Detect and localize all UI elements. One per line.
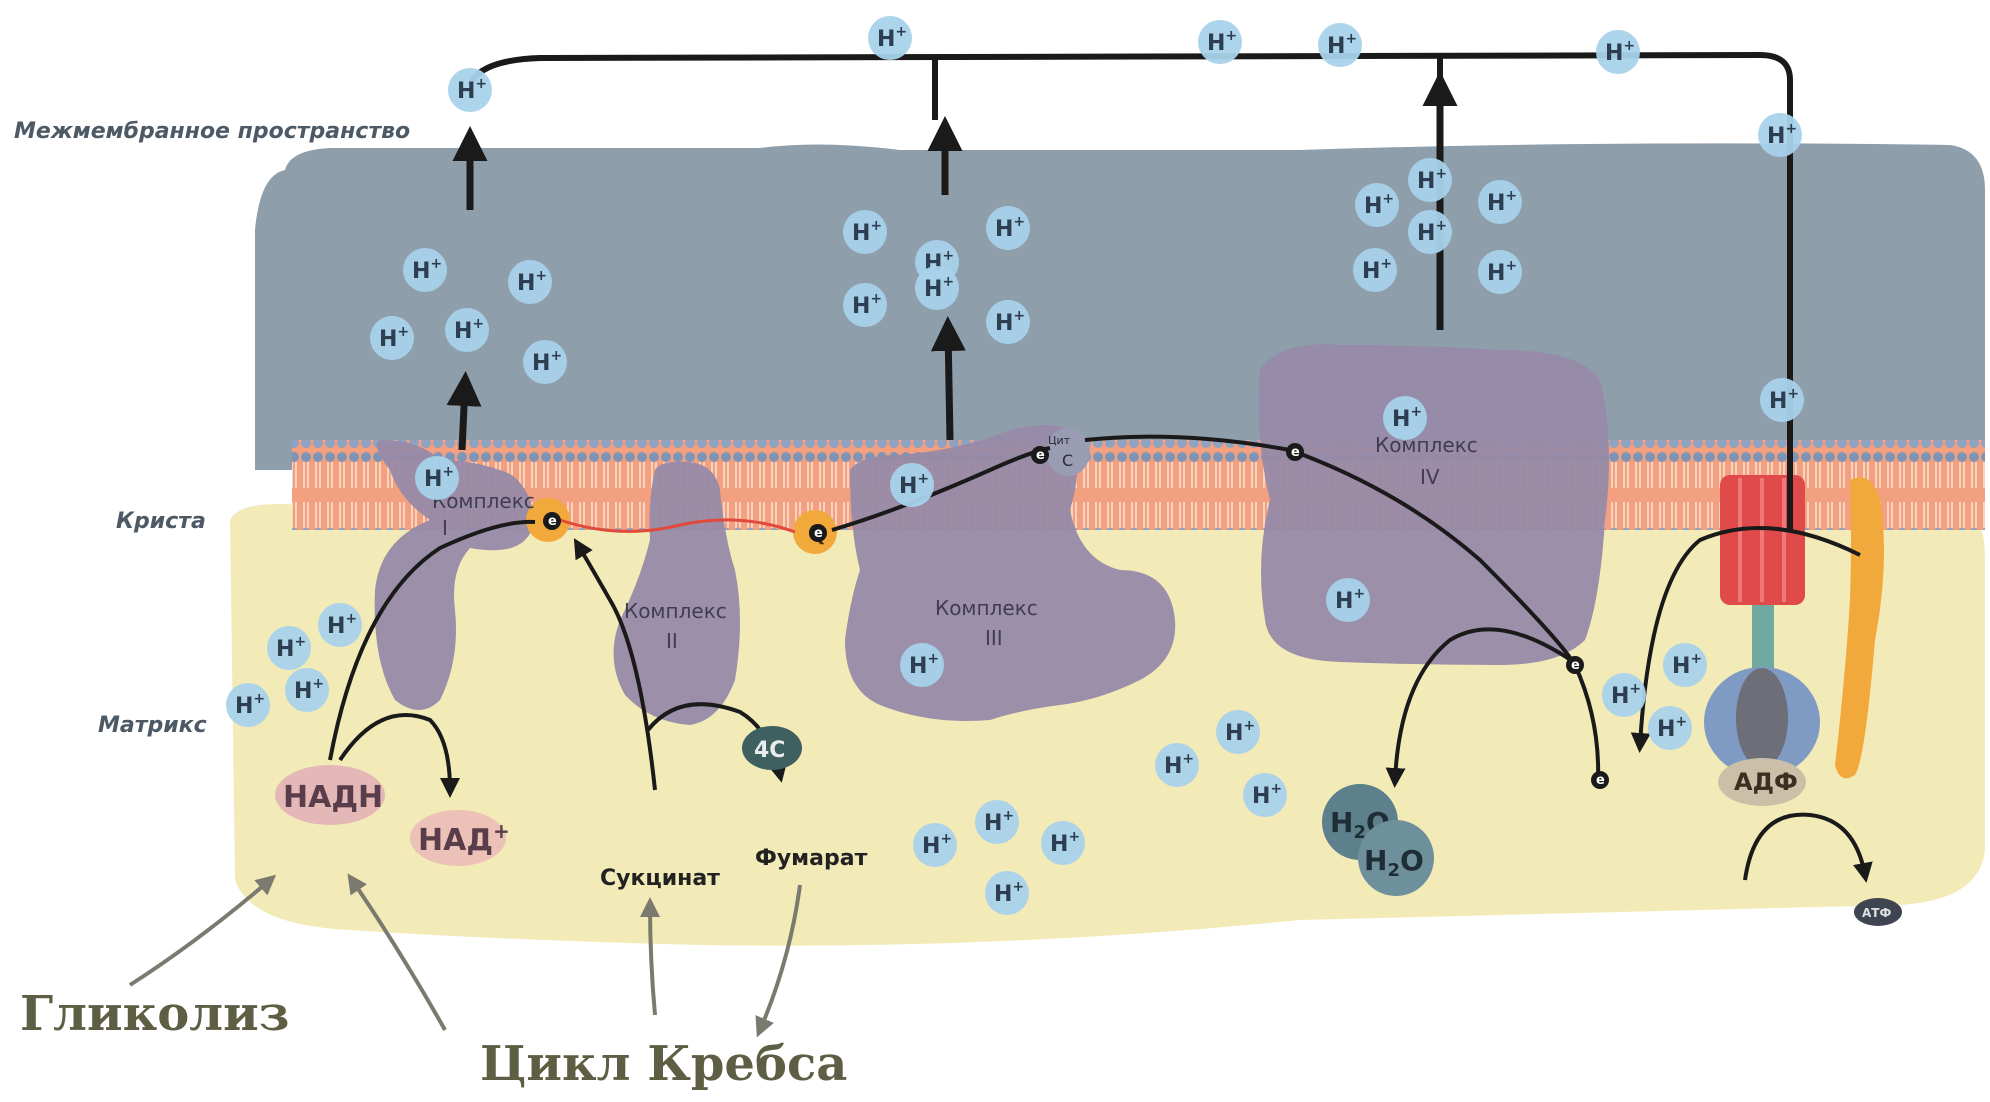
proton-icon: H+ xyxy=(1353,248,1397,292)
complex-iv-number: IV xyxy=(1420,465,1440,489)
atp-label: АТФ xyxy=(1862,906,1891,920)
electron-label: e xyxy=(1291,445,1300,460)
electron-label: e xyxy=(548,514,557,529)
succinate-label: Сукцинат xyxy=(600,866,720,891)
proton-icon: H+ xyxy=(1760,378,1804,422)
region-label-matrix: Матрикс xyxy=(98,713,207,738)
proton-icon: H+ xyxy=(1041,821,1085,865)
proton-icon: H+ xyxy=(1408,210,1452,254)
proton-icon: H+ xyxy=(448,68,492,112)
electron-icon: e xyxy=(1031,446,1049,464)
proton-icon: H+ xyxy=(986,300,1030,344)
proton-icon: H+ xyxy=(226,683,270,727)
adp-label: АДФ xyxy=(1734,768,1798,796)
nadh-label: НАДН xyxy=(283,780,383,815)
proton-icon: H+ xyxy=(1155,743,1199,787)
four-c-label: 4С xyxy=(754,738,785,763)
proton-icon: H+ xyxy=(890,463,934,507)
electron-label: e xyxy=(814,526,823,541)
proton-icon: H+ xyxy=(868,16,912,60)
proton-icon: H+ xyxy=(975,800,1019,844)
proton-icon: H+ xyxy=(900,643,944,687)
complex-ii-number: II xyxy=(666,629,678,653)
intermembrane-region xyxy=(255,143,1985,470)
complex-i-number: I xyxy=(442,516,448,540)
cytochrome-c-letter: C xyxy=(1062,451,1073,470)
proton-icon: H+ xyxy=(1408,158,1452,202)
electron-label: e xyxy=(1596,773,1605,788)
proton-icon: H+ xyxy=(1758,113,1802,157)
electron-icon: e xyxy=(1591,771,1609,789)
electron-label: e xyxy=(1036,448,1045,463)
proton-icon: H+ xyxy=(285,668,329,712)
proton-icon: H+ xyxy=(913,823,957,867)
glycolysis-label: Гликолиз xyxy=(20,986,289,1042)
proton-icon: H+ xyxy=(508,260,552,304)
krebs-cycle-label: Цикл Кребса xyxy=(480,1036,847,1092)
proton-icon: H+ xyxy=(1478,180,1522,224)
proton-icon: H+ xyxy=(843,283,887,327)
electron-icon: e xyxy=(1566,656,1584,674)
proton-icon: H+ xyxy=(1596,30,1640,74)
proton-icon: H+ xyxy=(1318,23,1362,67)
proton-icon: H+ xyxy=(1383,396,1427,440)
proton-icon: H+ xyxy=(986,206,1030,250)
complex-iv xyxy=(1259,344,1609,665)
complex-iii-number: III xyxy=(985,626,1003,650)
region-label-intermembrane: Межмембранное пространство xyxy=(14,119,410,144)
proton-icon: H+ xyxy=(523,340,567,384)
proton-icon: H+ xyxy=(1216,710,1260,754)
proton-icon: H+ xyxy=(915,266,959,310)
proton-icon: H+ xyxy=(1198,20,1242,64)
proton-icon: H+ xyxy=(445,308,489,352)
proton-icon: H+ xyxy=(843,210,887,254)
proton-icon: H+ xyxy=(1648,706,1692,750)
proton-icon: H+ xyxy=(1326,578,1370,622)
glycolysis-arrow xyxy=(130,880,270,985)
proton-icon: H+ xyxy=(1602,673,1646,717)
fumarate-label: Фумарат xyxy=(755,846,868,871)
proton-icon: H+ xyxy=(415,456,459,500)
cytochrome-c-top-label: Цит xyxy=(1048,434,1071,447)
proton-icon: H+ xyxy=(1663,643,1707,687)
proton-icon: H+ xyxy=(1478,250,1522,294)
electron-icon: e xyxy=(1286,443,1304,461)
proton-icon: H+ xyxy=(1243,773,1287,817)
complex-iv-label: Комплекс xyxy=(1375,433,1478,457)
proton-icon: H+ xyxy=(1355,183,1399,227)
electron-icon: e xyxy=(809,524,827,542)
region-label-crista: Криста xyxy=(116,509,206,534)
pump-arrow xyxy=(462,385,465,450)
electron-label: e xyxy=(1571,658,1580,673)
pump-arrow xyxy=(948,330,950,440)
complex-iii-label: Комплекс xyxy=(935,596,1038,620)
complex-ii-label: Комплекс xyxy=(624,599,727,623)
proton-icon: H+ xyxy=(267,626,311,670)
proton-icon: H+ xyxy=(370,316,414,360)
proton-icon: H+ xyxy=(318,603,362,647)
proton-icon: H+ xyxy=(985,871,1029,915)
proton-icon: H+ xyxy=(403,248,447,292)
electron-icon: e xyxy=(543,512,561,530)
